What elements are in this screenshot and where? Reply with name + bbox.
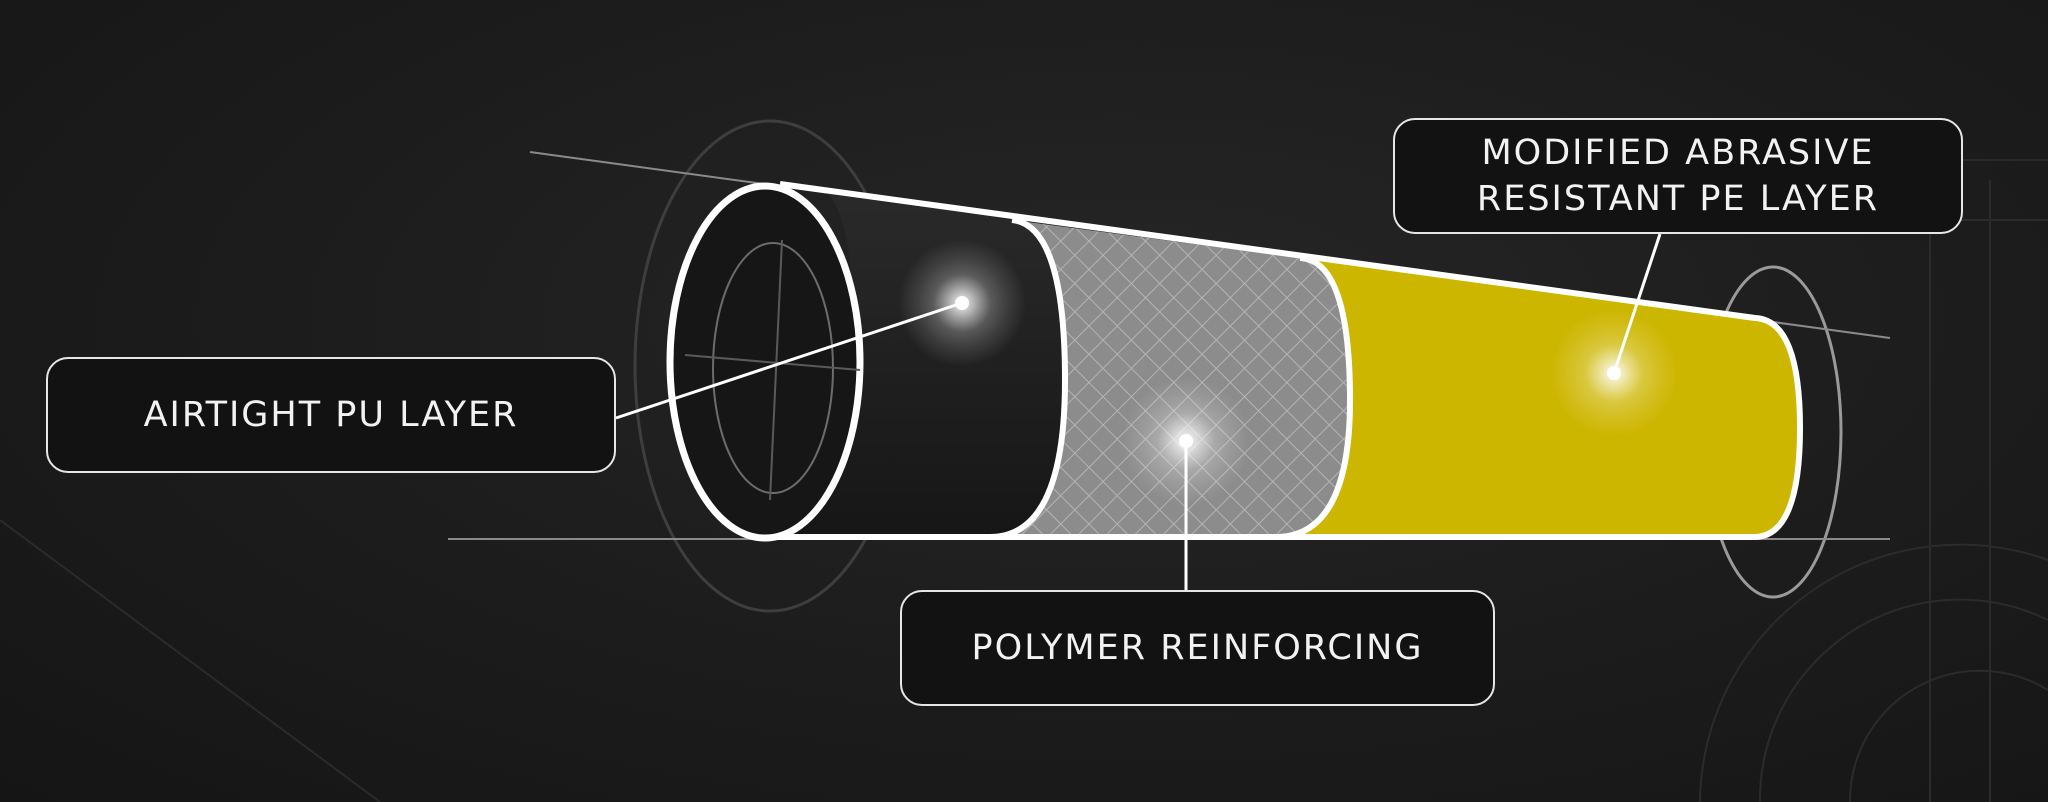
- callout-polymer-label: POLYMER REINFORCING: [971, 628, 1424, 668]
- hose-outline: [760, 181, 1803, 540]
- callout-pe-label-line-1: MODIFIED ABRASIVE: [1481, 133, 1875, 173]
- polymer-layer-section: [990, 220, 1350, 537]
- pe-layer-section: [1276, 258, 1800, 537]
- callout-pe-label-line-2: RESISTANT PE LAYER: [1476, 179, 1880, 219]
- leader-line-pu: [615, 301, 963, 420]
- opening-crosshair-horizontal: [684, 354, 861, 371]
- callout-pu-label: AIRTIGHT PU LAYER: [143, 395, 519, 435]
- boundary-arc-polymer-pe: [1275, 255, 1354, 540]
- opening-crosshair-vertical: [769, 239, 783, 501]
- boundary-arc-pu-polymer: [989, 217, 1069, 540]
- callout-airtight-pu-layer: AIRTIGHT PU LAYER: [46, 357, 616, 473]
- callout-modified-pe-layer: MODIFIED ABRASIVE RESISTANT PE LAYER: [1393, 118, 1963, 234]
- leader-line-pe: [1612, 233, 1662, 374]
- callout-polymer-reinforcing: POLYMER REINFORCING: [900, 590, 1495, 706]
- background-blueprint-lines: [0, 150, 2048, 802]
